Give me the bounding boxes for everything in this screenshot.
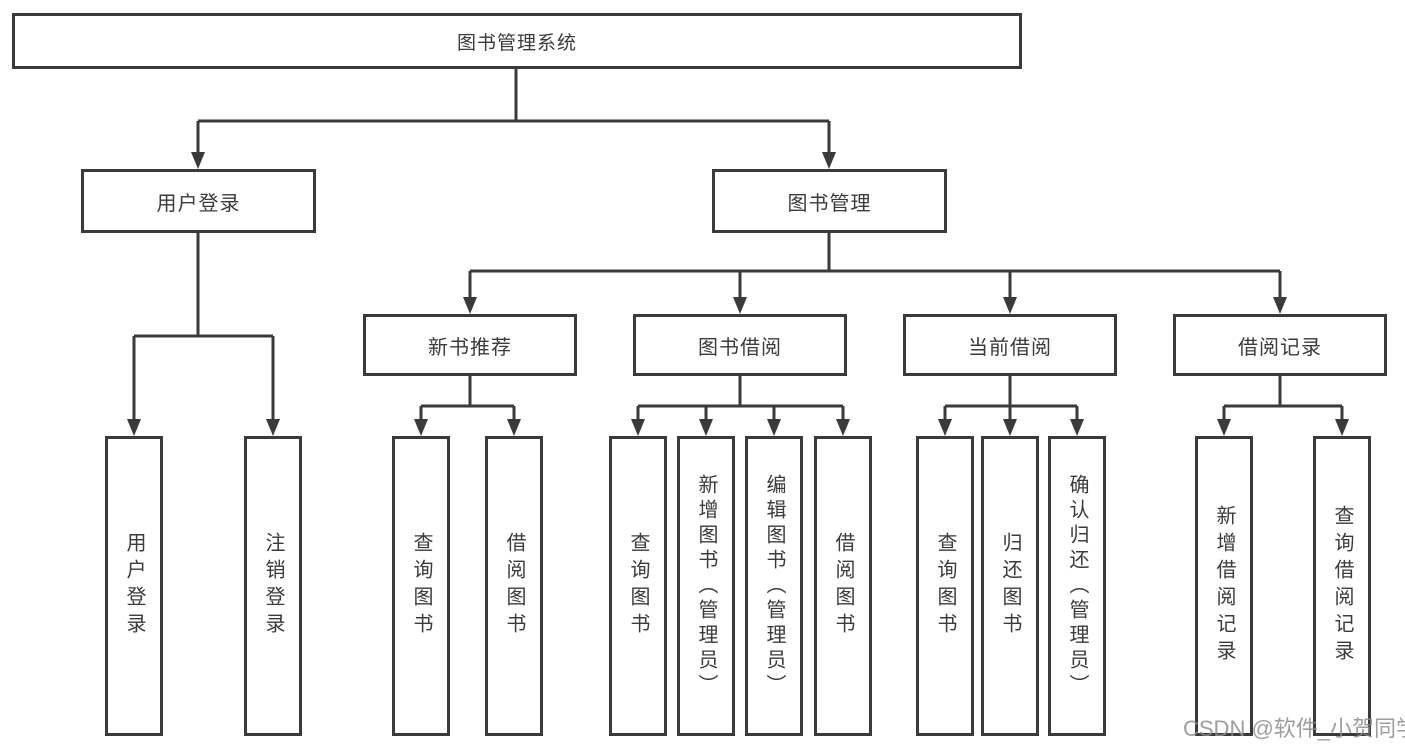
leaf-label: 查询图书 (410, 532, 432, 640)
leaf-borrow-books-1: 借阅图书 (485, 436, 543, 736)
leaf-label: 注销登录 (262, 532, 284, 640)
node-label: 借阅记录 (1238, 336, 1322, 359)
node-label: 新书推荐 (428, 336, 512, 359)
node-label: 图书管理系统 (456, 32, 577, 54)
node-label: 当前借阅 (968, 336, 1052, 359)
leaf-add-book-admin: 新增图书（管理员） (677, 436, 735, 736)
leaf-borrow-books-2: 借阅图书 (814, 436, 872, 736)
leaf-edit-book-admin: 编辑图书（管理员） (745, 436, 803, 736)
arrowhead-icon (1335, 419, 1349, 436)
arrowhead-icon (507, 419, 521, 436)
arrowhead-icon (938, 419, 952, 436)
arrowhead-icon (191, 152, 205, 169)
leaf-user-login: 用户登录 (105, 436, 163, 736)
arrowhead-icon (822, 152, 836, 169)
node-user-login: 用户登录 (81, 169, 316, 233)
arrowhead-icon (836, 419, 850, 436)
leaf-label: 借阅图书 (832, 532, 854, 640)
arrowhead-icon (414, 419, 428, 436)
leaf-label: 查询图书 (934, 532, 956, 640)
arrowhead-icon (733, 297, 747, 314)
arrowhead-icon (1003, 419, 1017, 436)
leaf-query-books-1: 查询图书 (392, 436, 450, 736)
node-library-management-system: 图书管理系统 (12, 13, 1022, 69)
arrowhead-icon (699, 419, 713, 436)
node-new-book-recommendation: 新书推荐 (363, 314, 577, 376)
leaf-label: 新增图书（管理员） (695, 473, 717, 699)
node-label: 用户登录 (156, 192, 241, 215)
leaf-label: 归还图书 (999, 532, 1021, 640)
arrowhead-icon (1217, 419, 1231, 436)
leaf-query-borrow-record: 查询借阅记录 (1313, 436, 1371, 736)
leaf-query-books-2: 查询图书 (609, 436, 667, 736)
arrowhead-icon (1273, 297, 1287, 314)
node-book-management: 图书管理 (712, 169, 947, 233)
leaf-label: 编辑图书（管理员） (763, 473, 785, 699)
leaf-label: 借阅图书 (503, 532, 525, 640)
node-current-borrowing: 当前借阅 (903, 314, 1117, 376)
leaf-label: 确认归还（管理员） (1066, 473, 1088, 699)
leaf-label: 查询图书 (627, 532, 649, 640)
leaf-query-books-3: 查询图书 (916, 436, 974, 736)
leaf-label: 新增借阅记录 (1213, 505, 1235, 667)
arrowhead-icon (127, 419, 141, 436)
arrowhead-icon (463, 297, 477, 314)
leaf-confirm-return-admin: 确认归还（管理员） (1048, 436, 1106, 736)
csdn-watermark: CSDN @软件_小贺同学 (1183, 716, 1405, 741)
arrowhead-icon (631, 419, 645, 436)
arrowhead-icon (266, 419, 280, 436)
leaf-label: 查询借阅记录 (1331, 505, 1353, 667)
node-book-borrowing: 图书借阅 (633, 314, 847, 376)
node-borrowing-record: 借阅记录 (1173, 314, 1387, 376)
node-label: 图书管理 (787, 192, 872, 215)
leaf-add-borrow-record: 新增借阅记录 (1195, 436, 1253, 736)
arrowhead-icon (1070, 419, 1084, 436)
arrowhead-icon (1003, 297, 1017, 314)
leaf-return-book: 归还图书 (981, 436, 1039, 736)
node-label: 图书借阅 (698, 336, 782, 359)
leaf-label: 用户登录 (123, 532, 145, 640)
arrowhead-icon (767, 419, 781, 436)
leaf-logout: 注销登录 (244, 436, 302, 736)
